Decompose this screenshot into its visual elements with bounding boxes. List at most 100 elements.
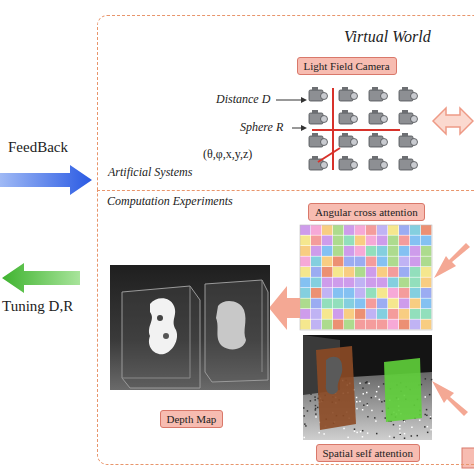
noise-dot [404,420,406,422]
noise-dot [359,401,361,403]
noise-dot [427,432,429,434]
input-arrow [434,243,470,278]
mosaic-cell [366,267,376,277]
mosaic-cell [366,299,376,309]
noise-dot [378,386,380,388]
mosaic-cell [388,267,398,277]
mosaic-cell [421,320,431,330]
exchange-arrow [433,108,473,134]
camera-lens [321,162,328,169]
mosaic-cell [410,278,420,288]
mosaic-cell [410,309,420,319]
noise-dot [371,410,373,412]
mosaic-cell [355,267,365,277]
noise-dot [323,433,325,435]
noise-dot [367,432,369,434]
mosaic-cell [399,320,409,330]
noise-dot [399,432,401,434]
camera-lens [321,139,328,146]
noise-dot [426,409,428,411]
mosaic-cell [366,309,376,319]
mosaic-cell [333,236,343,246]
mosaic-cell [421,246,431,256]
camera-top [372,110,378,113]
noise-dot [399,425,401,427]
camera-top [372,133,378,136]
mosaic-cell [399,225,409,235]
mosaic-cell [333,246,343,256]
mosaic-cell [355,309,365,319]
mosaic-cell [322,236,332,246]
mosaic-cell [311,278,321,288]
mosaic-cell [300,299,310,309]
mosaic-cell [311,320,321,330]
camera-top [402,156,408,159]
noise-dot [371,397,373,399]
mosaic-cell [355,257,365,267]
mosaic-cell [410,288,420,298]
noise-dot [315,409,317,411]
mosaic-cell [355,225,365,235]
mosaic-cell [366,225,376,235]
noise-dot [360,431,362,433]
mosaic-cell [311,246,321,256]
camera-lens [321,93,328,100]
noise-dot [382,410,384,412]
noise-dot [425,378,427,380]
noise-dot [368,383,370,385]
result-arrow [269,286,300,330]
glass-cube [122,286,200,388]
box-text: Spatial self attention [323,447,413,459]
sphere-pointer-head [301,125,307,131]
noise-dot [425,396,427,398]
camera-top [402,133,408,136]
annotation-label: (θ,φ,x,y,z) [203,147,252,162]
noise-dot [343,428,345,430]
noise-dot [427,426,429,428]
noise-dot [367,403,369,405]
noise-dot [356,397,358,399]
camera-top [342,110,348,113]
box-text: Depth Map [167,413,217,425]
noise-dot [362,387,364,389]
mosaic-cell [421,288,431,298]
mosaic-cell [388,309,398,319]
noise-dot [381,401,383,403]
mosaic-cell [311,225,321,235]
noise-dot [383,383,385,385]
noise-dot [367,416,369,418]
process-box: Spatial self attention [316,444,420,462]
camera-lens [321,116,328,123]
mosaic-cell [355,246,365,256]
mosaic-cell [344,309,354,319]
mosaic-cell [421,257,431,267]
camera-lens [381,93,388,100]
noise-dot [384,400,386,402]
noise-dot [431,379,433,381]
noise-dot [305,425,307,427]
noise-dot [367,405,369,407]
mosaic-cell [300,236,310,246]
attention-mosaic [300,225,432,330]
mosaic-cell [366,288,376,298]
noise-dot [429,394,431,396]
noise-dot [314,396,316,398]
mosaic-cell [421,225,431,235]
section-label: Artificial Systems [108,165,192,180]
annotation-label: FeedBack [8,139,68,156]
mosaic-cell [366,246,376,256]
mosaic-cell [421,236,431,246]
mosaic-cell [388,320,398,330]
noise-dot [393,424,395,426]
mosaic-cell [344,267,354,277]
mosaic-cell [300,225,310,235]
camera-top [312,87,318,90]
mosaic-cell [366,257,376,267]
mosaic-cell [388,288,398,298]
mosaic-cell [399,309,409,319]
mosaic-cell [366,278,376,288]
statue-hole [157,315,163,321]
camera-top [342,156,348,159]
statue-shape [149,298,177,354]
mosaic-cell [300,278,310,288]
